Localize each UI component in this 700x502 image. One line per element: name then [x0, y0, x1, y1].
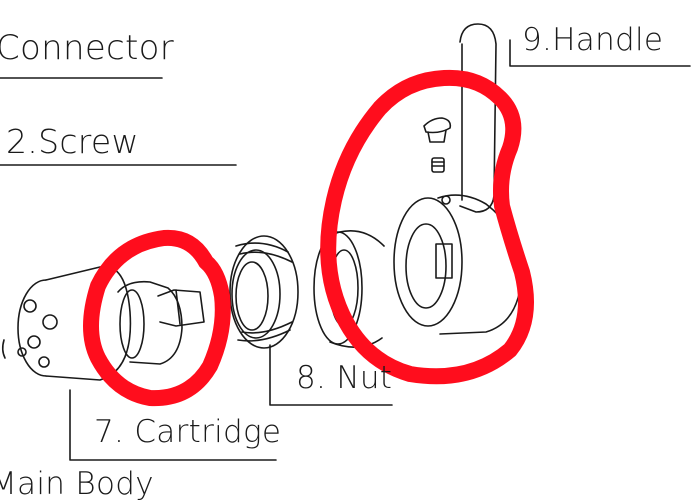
handle-label: 9.Handle: [522, 22, 664, 58]
screw-label: 2.Screw: [6, 122, 139, 161]
handle-part: [393, 23, 523, 335]
exploded-parts-diagram: [0, 23, 691, 461]
main-body-part: [1, 265, 132, 381]
nut-leader-line: [269, 344, 393, 406]
cartridge-part: [117, 280, 205, 365]
cartridge-leader-line: [69, 389, 277, 461]
cartridge-highlight-circle: [83, 229, 231, 407]
handle-leader-line: [509, 39, 691, 67]
screw-part: [423, 117, 452, 173]
nut-part: [229, 235, 299, 349]
connector-label: Connector: [0, 28, 175, 68]
cartridge-label: 7. Cartridge: [94, 414, 282, 450]
nut-label: 8. Nut: [296, 360, 393, 396]
main-body-label: Main Body: [0, 466, 154, 502]
handle-highlight-circle: [320, 69, 534, 385]
